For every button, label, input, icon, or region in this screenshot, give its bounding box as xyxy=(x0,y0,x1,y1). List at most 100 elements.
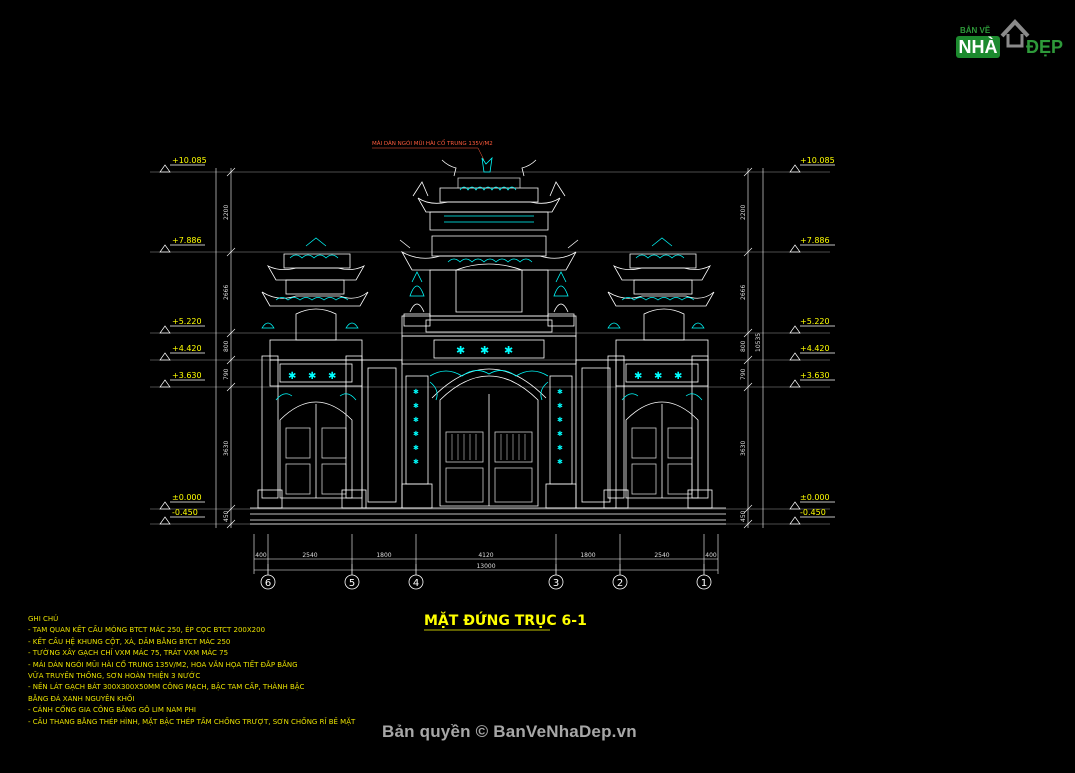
level-label: +3.630 xyxy=(172,371,202,380)
svg-text:✱: ✱ xyxy=(557,416,563,424)
note-line: - MÁI DÁN NGÓI MŨI HÀI CỔ TRUNG 135V/M2,… xyxy=(28,660,298,669)
copyright-watermark: Bản quyền © BanVeNhaDep.vn xyxy=(382,722,637,741)
right-gate xyxy=(603,253,715,509)
central-stars: ✱✱✱ xyxy=(456,344,513,357)
pillar-stars: ✱✱✱ ✱✱✱ ✱✱✱ ✱✱✱ xyxy=(413,388,563,466)
note-line: - CẦU THANG BẰNG THÉP HÌNH, MẶT BẬC THÉP… xyxy=(28,717,356,726)
house-icon xyxy=(1000,19,1030,48)
axis-label: 3 xyxy=(553,578,559,589)
svg-text:✱: ✱ xyxy=(480,344,489,357)
note-line: - TAM QUAN KẾT CẤU MÓNG BTCT MÁC 250, ÉP… xyxy=(28,626,266,635)
overall-height-text: 10535 xyxy=(755,333,762,352)
level-markers-left xyxy=(159,164,205,525)
dim-text: 450 xyxy=(223,510,230,522)
vertical-dim-text-right: 2200 2666 800 790 3630 450 10535 xyxy=(740,205,762,522)
left-gate-ornament xyxy=(261,237,359,401)
gate-elevation: ✱ ✱ ✱ ✱ ✱ ✱ ✱ ✱ ✱ ✱ ✱ ✱ xyxy=(250,156,726,525)
logo-small-text: BẢN VẼ xyxy=(960,26,991,35)
svg-text:✱: ✱ xyxy=(557,458,563,466)
level-label: +4.420 xyxy=(172,344,202,353)
central-lower-ornament xyxy=(447,258,533,263)
note-line: - KẾT CẤU HỆ KHUNG CỘT, XÀ, DẦM BẰNG BTC… xyxy=(28,637,231,646)
right-gate-stars: ✱ ✱ ✱ xyxy=(634,371,682,382)
dim-text: 400 xyxy=(705,552,717,559)
level-label: -0.450 xyxy=(800,508,826,517)
note-line: - CÁNH CỔNG GIA CÔNG BẰNG GỖ LIM NAM PHI xyxy=(28,706,196,715)
svg-text:✱: ✱ xyxy=(413,444,419,452)
dim-text: 450 xyxy=(740,510,747,522)
central-roof-ornament xyxy=(444,186,534,223)
left-gate-stars: ✱ ✱ ✱ xyxy=(288,371,336,382)
left-gate xyxy=(257,253,369,509)
svg-text:✱: ✱ xyxy=(328,371,336,382)
dim-text: 2666 xyxy=(223,285,230,300)
axis-label: 1 xyxy=(701,578,707,589)
base-steps xyxy=(250,507,726,525)
logo-main-text: NHÀ xyxy=(956,36,1000,58)
central-roof-lower xyxy=(399,235,579,317)
level-markers-right xyxy=(789,164,835,525)
svg-text:✱: ✱ xyxy=(654,371,662,382)
dim-text: 4120 xyxy=(478,552,493,559)
axis-label: 5 xyxy=(349,578,355,589)
svg-text:✱: ✱ xyxy=(288,371,296,382)
svg-text:✱: ✱ xyxy=(504,344,513,357)
svg-text:✱: ✱ xyxy=(634,371,642,382)
dim-text: 3630 xyxy=(223,441,230,456)
svg-text:✱: ✱ xyxy=(557,388,563,396)
horizontal-dimensions xyxy=(253,534,719,574)
svg-text:✱: ✱ xyxy=(413,458,419,466)
dim-text: 3630 xyxy=(740,441,747,456)
svg-text:✱: ✱ xyxy=(557,430,563,438)
axis-bubbles xyxy=(260,564,712,590)
right-gate-ornament xyxy=(607,237,705,401)
level-label: +5.220 xyxy=(172,317,202,326)
vertical-dim-text-left: 2200 2666 800 790 3630 450 xyxy=(223,205,230,522)
svg-text:✱: ✱ xyxy=(413,430,419,438)
svg-text:✱: ✱ xyxy=(413,416,419,424)
level-label: ±0.000 xyxy=(172,493,202,502)
level-label: ±0.000 xyxy=(800,493,830,502)
svg-text:✱: ✱ xyxy=(674,371,682,382)
svg-text:✱: ✱ xyxy=(557,402,563,410)
svg-text:✱: ✱ xyxy=(308,371,316,382)
axis-label: 2 xyxy=(617,578,623,589)
level-label: +4.420 xyxy=(800,344,830,353)
general-notes: GHI CHÚ - TAM QUAN KẾT CẤU MÓNG BTCT MÁC… xyxy=(28,614,368,728)
level-label: +5.220 xyxy=(800,317,830,326)
roof-note-text: MÁI DÁN NGÓI MŨI HÀI CỔ TRUNG 135V/M2 xyxy=(372,139,493,147)
axis-labels: 6 5 4 3 2 1 xyxy=(265,578,707,589)
note-line: VỮA TRUYỀN THỐNG, SƠN HOÀN THIỆN 3 NƯỚC xyxy=(28,672,201,681)
dim-text: 2540 xyxy=(302,552,317,559)
logo-tail-text: ĐẸP xyxy=(1026,37,1064,57)
vertical-dimension-right xyxy=(743,167,764,529)
central-roof-top xyxy=(412,156,566,231)
svg-text:✱: ✱ xyxy=(413,402,419,410)
site-logo: BẢN VẼ NHÀ ĐẸP xyxy=(948,14,1066,66)
level-label: -0.450 xyxy=(172,508,198,517)
central-body xyxy=(401,315,577,507)
pillar-lanterns xyxy=(409,271,569,297)
axis-label: 4 xyxy=(413,578,419,589)
dim-text: 790 xyxy=(223,368,230,380)
drawing-title: MẶT ĐỨNG TRỤC 6-1 xyxy=(424,611,587,631)
roof-note: MÁI DÁN NGÓI MŨI HÀI CỔ TRUNG 135V/M2 xyxy=(372,139,493,161)
central-arch-ornament xyxy=(429,370,549,401)
central-pillar-left xyxy=(401,303,433,509)
dim-text: 1800 xyxy=(376,552,391,559)
level-labels-right: +10.085 +7.886 +5.220 +4.420 +3.630 ±0.0… xyxy=(800,156,835,517)
dim-text: 2200 xyxy=(740,205,747,220)
level-label: +10.085 xyxy=(800,156,835,165)
dim-text: 800 xyxy=(740,340,747,352)
level-label: +7.886 xyxy=(172,236,202,245)
level-label: +7.886 xyxy=(800,236,830,245)
level-label: +10.085 xyxy=(172,156,207,165)
dim-text: 790 xyxy=(740,368,747,380)
dim-text: 800 xyxy=(223,340,230,352)
svg-text:✱: ✱ xyxy=(413,388,419,396)
level-label: +3.630 xyxy=(800,371,830,380)
axis-label: 6 xyxy=(265,578,271,589)
note-line: - NỀN LÁT GẠCH BÁT 300X300X50MM CÔNG MẠC… xyxy=(28,683,305,692)
dim-text: 2200 xyxy=(223,205,230,220)
